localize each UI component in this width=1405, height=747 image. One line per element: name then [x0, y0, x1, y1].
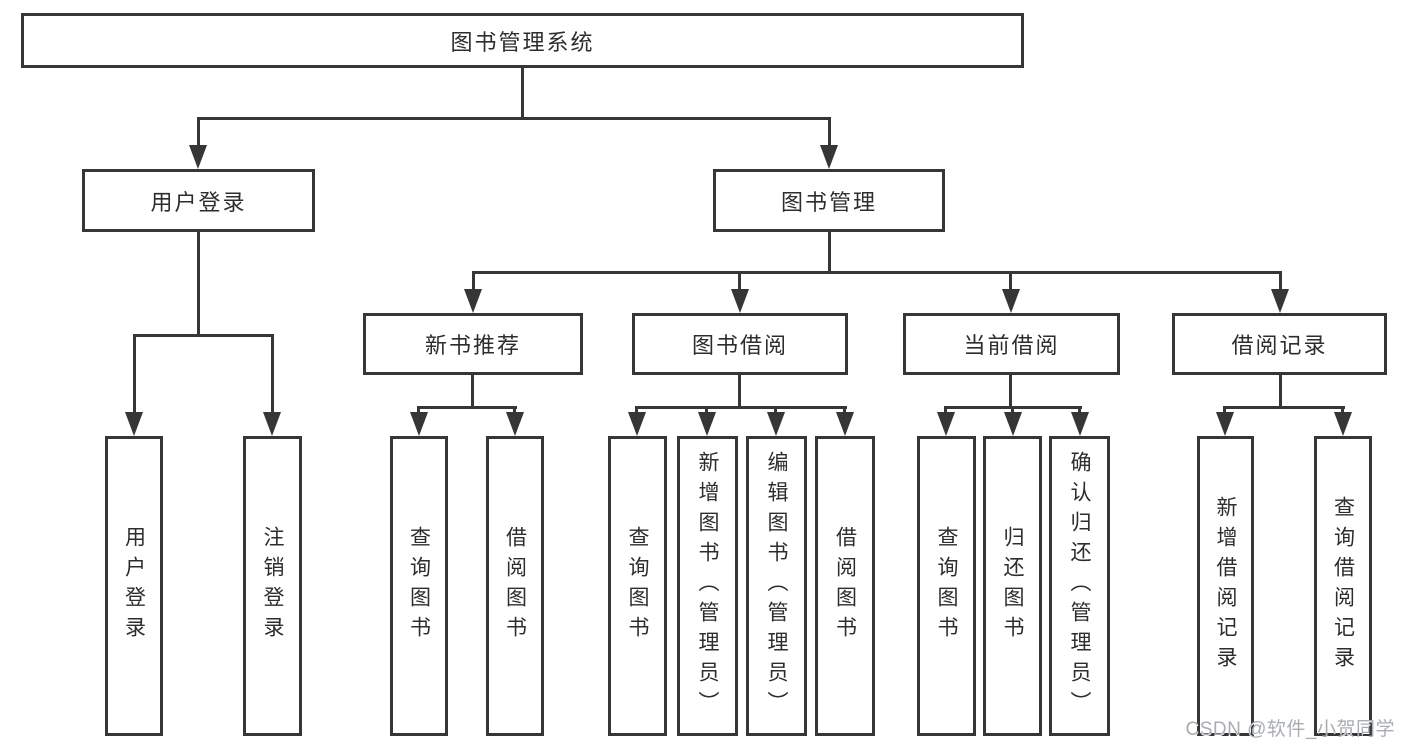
connector-line [1341, 406, 1344, 416]
arrowhead-down-icon [1216, 412, 1234, 436]
leaf-confirm-return-admin: 确认归还（管理员） [1049, 436, 1110, 736]
node-book-management: 图书管理 [713, 169, 945, 232]
connector-line [521, 68, 524, 118]
connector-line [1279, 271, 1282, 293]
connector-line [774, 406, 777, 416]
leaf-query-books-borrowing: 查询图书 [608, 436, 667, 736]
leaf-logout: 注销登录 [243, 436, 302, 736]
arrowhead-down-icon [125, 412, 143, 436]
arrowhead-down-icon [1271, 289, 1289, 313]
node-borrowing-records: 借阅记录 [1172, 313, 1387, 375]
leaf-borrow-books-recommend: 借阅图书 [486, 436, 544, 736]
node-book-borrowing: 图书借阅 [632, 313, 848, 375]
connector-line [828, 117, 831, 149]
arrowhead-down-icon [937, 412, 955, 436]
connector-line [636, 406, 847, 409]
leaf-borrow-books-borrowing: 借阅图书 [815, 436, 875, 736]
arrowhead-down-icon [1002, 289, 1020, 313]
connector-line [635, 406, 638, 416]
leaf-add-borrow-record: 新增借阅记录 [1197, 436, 1254, 736]
leaf-query-borrow-record: 查询借阅记录 [1314, 436, 1372, 736]
connector-line [944, 406, 947, 416]
connector-line [471, 375, 474, 409]
connector-line [705, 406, 708, 416]
connector-line [1009, 271, 1012, 293]
arrowhead-down-icon [506, 412, 524, 436]
arrowhead-down-icon [628, 412, 646, 436]
arrowhead-down-icon [820, 145, 838, 169]
node-current-borrowing: 当前借阅 [903, 313, 1120, 375]
connector-line [513, 406, 516, 416]
leaf-query-books-recommend: 查询图书 [390, 436, 448, 736]
connector-line [197, 117, 200, 149]
connector-line [1011, 406, 1014, 416]
node-new-book-recommend: 新书推荐 [363, 313, 583, 375]
connector-line [1279, 375, 1282, 409]
arrowhead-down-icon [263, 412, 281, 436]
connector-line [418, 406, 517, 409]
leaf-edit-book-admin: 编辑图书（管理员） [746, 436, 807, 736]
arrowhead-down-icon [464, 289, 482, 313]
node-user-login: 用户登录 [82, 169, 315, 232]
connector-line [472, 271, 475, 293]
connector-line [738, 271, 741, 293]
leaf-return-book: 归还图书 [983, 436, 1042, 736]
connector-line [133, 334, 136, 414]
csdn-watermark: CSDN @软件_小贺同学 [1185, 719, 1395, 740]
arrowhead-down-icon [698, 412, 716, 436]
connector-line [1009, 375, 1012, 409]
connector-line [828, 232, 831, 274]
leaf-user-login: 用户登录 [105, 436, 163, 736]
arrowhead-down-icon [731, 289, 749, 313]
leaf-add-book-admin: 新增图书（管理员） [677, 436, 738, 736]
connector-line [1223, 406, 1226, 416]
arrowhead-down-icon [1334, 412, 1352, 436]
connector-line [271, 334, 274, 414]
connector-line [1224, 406, 1345, 409]
connector-line [417, 406, 420, 416]
connector-line [133, 334, 274, 337]
arrowhead-down-icon [767, 412, 785, 436]
node-root: 图书管理系统 [21, 13, 1024, 68]
connector-line [197, 117, 831, 120]
connector-line [738, 375, 741, 409]
leaf-query-books-current: 查询图书 [917, 436, 976, 736]
arrowhead-down-icon [1071, 412, 1089, 436]
arrowhead-down-icon [1004, 412, 1022, 436]
connector-line [843, 406, 846, 416]
arrowhead-down-icon [189, 145, 207, 169]
arrowhead-down-icon [836, 412, 854, 436]
connector-line [197, 232, 200, 336]
arrowhead-down-icon [410, 412, 428, 436]
connector-line [1078, 406, 1081, 416]
connector-line [472, 271, 1282, 274]
